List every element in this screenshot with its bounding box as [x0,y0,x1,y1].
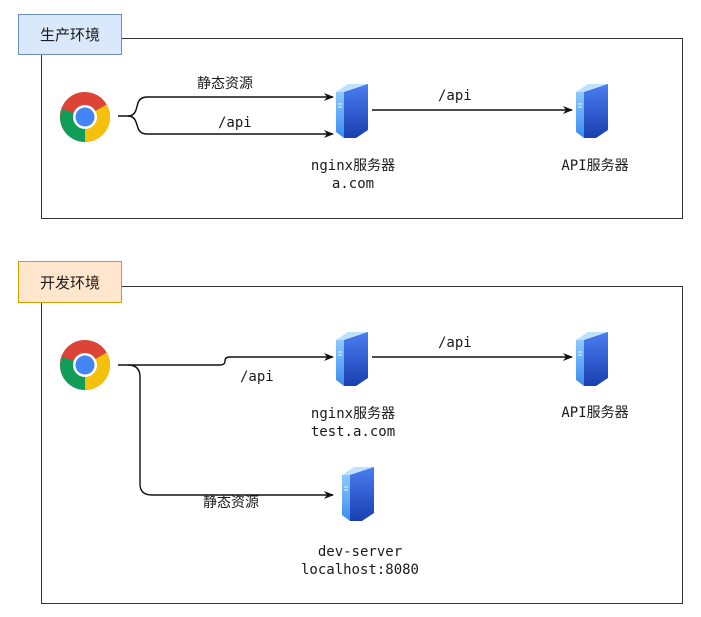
dev-server-name: dev-server [317,544,403,560]
api-server-icon [574,328,610,388]
dev-edge-api-label: /api [240,369,274,385]
dev-nginx-host: test.a.com [310,424,396,440]
api-server-icon [574,80,610,140]
dev-nginx-to-api-label: /api [438,335,472,351]
prod-edge-api-label: /api [218,115,252,131]
dev-environment-tag: 开发环境 [18,261,122,303]
dev-edge-static-label: 静态资源 [203,495,259,511]
prod-edge-static-label: 静态资源 [197,76,253,92]
prod-environment-panel [41,38,683,219]
dev-nginx-name: nginx服务器 [310,406,396,422]
prod-nginx-name: nginx服务器 [310,158,396,174]
dev-server-label: dev-server localhost:8080 [290,543,430,579]
prod-api-server-label: API服务器 [561,158,629,174]
nginx-server-icon [334,328,370,388]
chrome-browser-icon [59,339,111,391]
prod-edge-api [127,115,334,138]
dev-server-host: localhost:8080 [300,562,419,578]
chrome-browser-icon [59,91,111,143]
dev-nginx-label: nginx服务器 test.a.com [295,405,411,441]
dev-edge-api [118,353,334,366]
prod-nginx-label: nginx服务器 a.com [295,157,411,193]
prod-environment-tag: 生产环境 [18,14,122,55]
dev-edge-static [127,364,334,499]
prod-nginx-host: a.com [331,176,375,192]
dev-environment-panel [41,286,683,604]
dev-api-server-label: API服务器 [561,405,629,421]
dev-server-icon [340,463,376,523]
prod-nginx-to-api-label: /api [438,88,472,104]
nginx-server-icon [334,80,370,140]
